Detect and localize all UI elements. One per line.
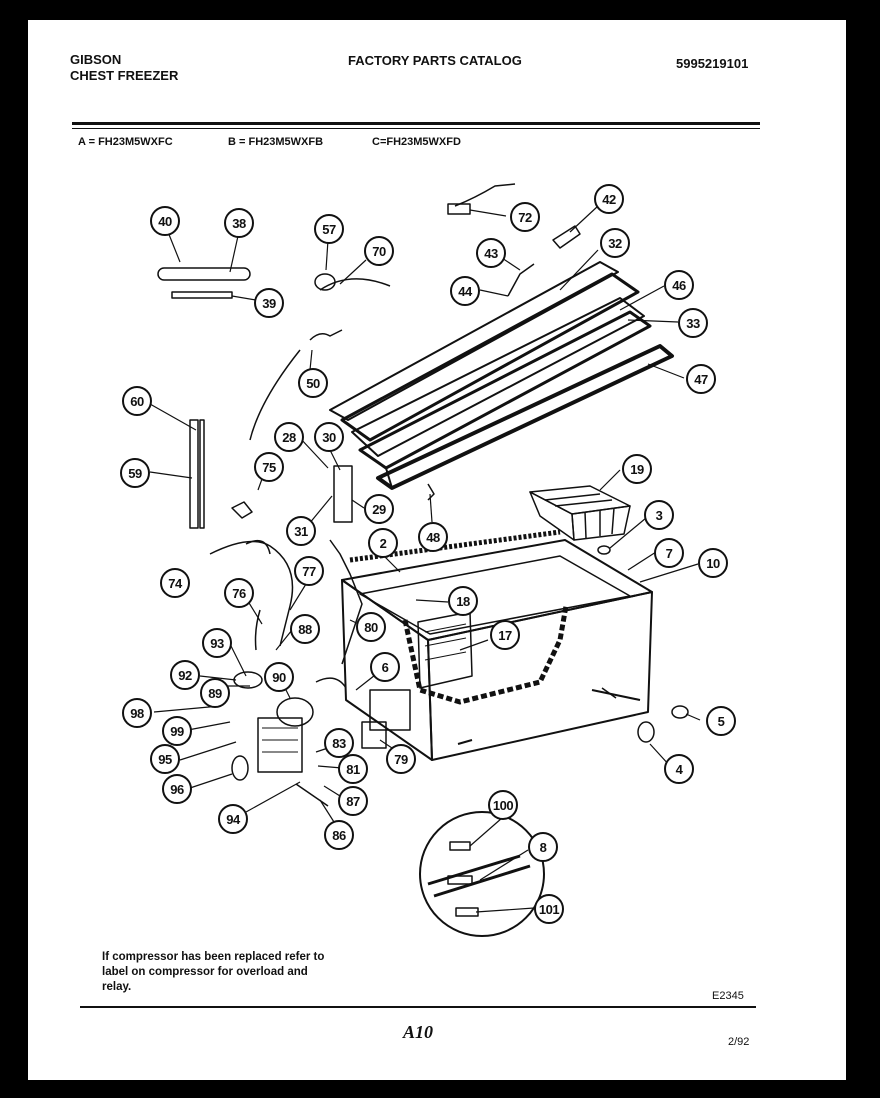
part-callout: 99 xyxy=(162,716,192,746)
part-callout: 60 xyxy=(122,386,152,416)
catalog-title: FACTORY PARTS CATALOG xyxy=(348,53,522,68)
part-callout: 74 xyxy=(160,568,190,598)
part-callout: 93 xyxy=(202,628,232,658)
part-callout: 72 xyxy=(510,202,540,232)
part-callout: 46 xyxy=(664,270,694,300)
part-callout: 8 xyxy=(528,832,558,862)
part-callout: 76 xyxy=(224,578,254,608)
part-callout: 40 xyxy=(150,206,180,236)
compressor-note: If compressor has been replaced refer to… xyxy=(102,951,325,993)
date-code: 2/92 xyxy=(728,1036,750,1048)
part-callout: 39 xyxy=(254,288,284,318)
part-callout: 86 xyxy=(324,820,354,850)
part-callout: 81 xyxy=(338,754,368,784)
part-callout: 30 xyxy=(314,422,344,452)
part-callout: 75 xyxy=(254,452,284,482)
part-callout: 59 xyxy=(120,458,150,488)
leader-lines xyxy=(149,205,701,913)
part-callout: 7 xyxy=(654,538,684,568)
part-callout: 70 xyxy=(364,236,394,266)
part-callout: 43 xyxy=(476,238,506,268)
part-callout: 29 xyxy=(364,494,394,524)
header-rule-thin xyxy=(72,128,760,129)
part-callout: 57 xyxy=(314,214,344,244)
header-rule xyxy=(72,122,760,125)
part-callout: 101 xyxy=(534,894,564,924)
model-a: A = FH23M5WXFC xyxy=(78,136,173,148)
part-callout: 89 xyxy=(200,678,230,708)
part-callout: 88 xyxy=(290,614,320,644)
part-callout: 2 xyxy=(368,528,398,558)
product-type: CHEST FREEZER xyxy=(70,68,179,83)
brand-name: GIBSON xyxy=(70,52,122,67)
part-callout: 32 xyxy=(600,228,630,258)
part-callout: 4 xyxy=(664,754,694,784)
part-callout: 95 xyxy=(150,744,180,774)
model-c: C=FH23M5WXFD xyxy=(372,136,461,148)
part-callout: 92 xyxy=(170,660,200,690)
part-callout: 98 xyxy=(122,698,152,728)
model-b: B = FH23M5WXFB xyxy=(228,136,324,148)
detail-inset xyxy=(419,811,545,937)
part-callout: 83 xyxy=(324,728,354,758)
part-callout: 96 xyxy=(162,774,192,804)
part-callout: 47 xyxy=(686,364,716,394)
part-callout: 28 xyxy=(274,422,304,452)
part-callout: 50 xyxy=(298,368,328,398)
wire-basket xyxy=(529,485,631,541)
figure-code: E2345 xyxy=(712,990,744,1002)
part-callout: 77 xyxy=(294,556,324,586)
part-callout: 44 xyxy=(450,276,480,306)
page-number: A10 xyxy=(403,1022,434,1042)
part-callout: 18 xyxy=(448,586,478,616)
footer-rule xyxy=(80,1006,756,1008)
part-callout: 42 xyxy=(594,184,624,214)
part-callout: 94 xyxy=(218,804,248,834)
part-callout: 5 xyxy=(706,706,736,736)
part-callout: 10 xyxy=(698,548,728,578)
part-callout: 6 xyxy=(370,652,400,682)
part-callout: 87 xyxy=(338,786,368,816)
part-callout: 79 xyxy=(386,744,416,774)
part-callout: 17 xyxy=(490,620,520,650)
part-callout: 48 xyxy=(418,522,448,552)
part-callout: 100 xyxy=(488,790,518,820)
part-callout: 33 xyxy=(678,308,708,338)
small-parts xyxy=(157,183,689,807)
catalog-number: 5995219101 xyxy=(676,56,749,71)
part-callout: 90 xyxy=(264,662,294,692)
part-callout: 31 xyxy=(286,516,316,546)
part-callout: 19 xyxy=(622,454,652,484)
lid-panels xyxy=(329,261,674,490)
part-callout: 80 xyxy=(356,612,386,642)
part-callout: 38 xyxy=(224,208,254,238)
part-callout: 3 xyxy=(644,500,674,530)
